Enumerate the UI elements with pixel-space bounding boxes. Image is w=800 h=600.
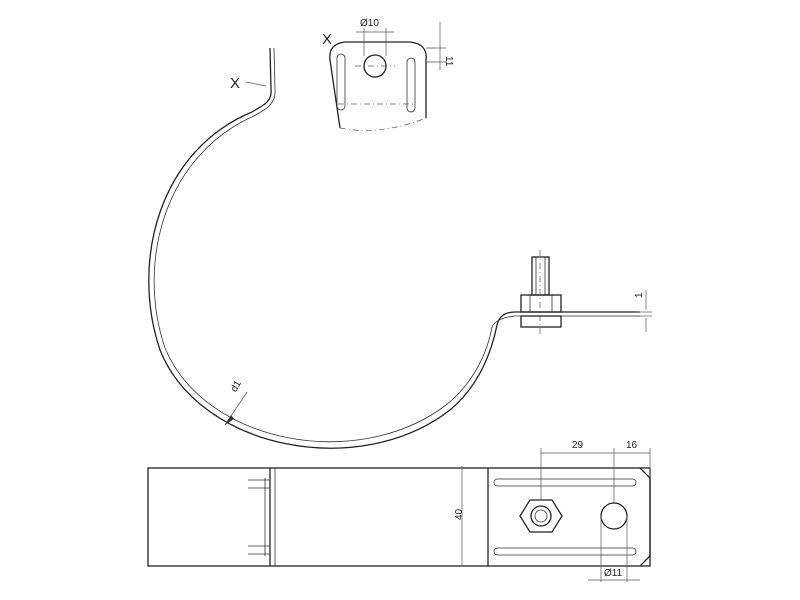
clamp-flange-bend [496,311,640,326]
dim40-label: 40 [454,508,465,520]
clamp-side-view [148,47,640,449]
clamp-plan-view: 40 29 16 Ø11 [147,440,651,582]
detail-slot-right [406,57,416,113]
dim11-label: 11 [443,56,454,67]
clamp-flange-bend-inner [491,315,640,328]
washer [520,315,562,328]
plan-bolt-inner [534,509,548,523]
detail-break-line [339,117,427,131]
detail-label-x: X [322,31,332,48]
pipe-diameter-dimension: d1 [224,378,248,426]
detail-slot-left [336,53,346,111]
nut [520,294,562,313]
thickness-dimension: 1 [634,290,652,332]
d1-label: d1 [229,378,244,394]
plan-strip [147,467,651,567]
plan-hole [600,502,628,530]
plan-nut [519,499,563,533]
thickness-label: 1 [634,292,645,298]
plan-strip-end [639,467,651,567]
detail-x-view: X Ø10 11 [322,18,454,131]
bolt-shank [531,256,550,296]
d1-arrow [225,415,234,425]
dim16-label: 16 [626,440,638,451]
section-label-x: X [230,75,240,92]
clamp-band-outer [148,111,498,449]
section-leader [245,81,267,87]
clamp-top-tab [251,47,272,113]
detail-outline [329,41,427,129]
plan-bolt [530,505,552,527]
dia10-label: Ø10 [360,18,379,29]
dia11-label: Ø11 [604,568,623,579]
section-marker-main: X [230,75,267,92]
plan-slot-top [493,478,637,487]
dim29-label: 29 [572,440,584,451]
clamp-band-inner [153,115,493,442]
plan-slot-bottom [493,547,637,556]
clamp-top-tab-inner [253,47,276,117]
